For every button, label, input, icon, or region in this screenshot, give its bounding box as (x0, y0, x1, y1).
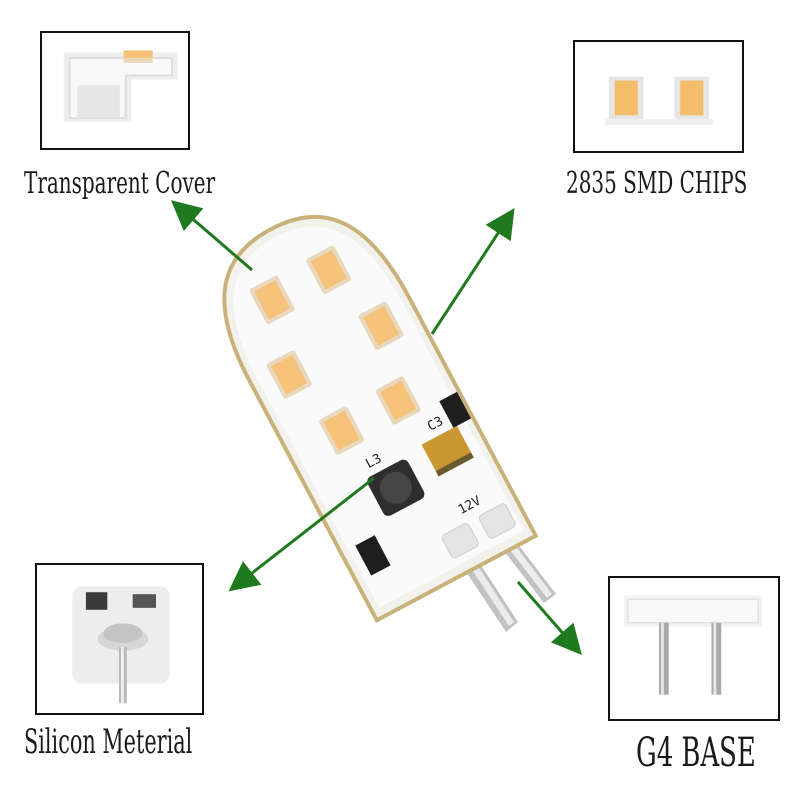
arrow-to-g4-base (516, 581, 582, 656)
smd-chips-closeup-image (576, 42, 741, 151)
arrow-to-silicon-material (228, 476, 375, 592)
g4-base-closeup-image (610, 578, 778, 719)
label-silicon-material: Silicon Meterial (24, 722, 193, 762)
inset-silicon-material (35, 563, 204, 715)
arrow-to-smd-chips (430, 207, 515, 335)
inset-transparent-cover (40, 31, 190, 150)
board-mark-l3: L3 (363, 451, 384, 472)
inset-smd-chips (573, 40, 744, 153)
inset-g4-base (608, 576, 780, 721)
label-smd-chips: 2835 SMD CHIPS (566, 166, 748, 201)
cover-closeup-image (42, 33, 188, 148)
driver-components (355, 391, 516, 576)
arrow-to-transparent-cover (170, 200, 253, 272)
label-transparent-cover: Transparent Cover (24, 166, 216, 201)
silicon-closeup-image (37, 565, 202, 713)
led-chips (249, 245, 421, 455)
label-g4-base: G4 BASE (636, 730, 756, 776)
board-mark-c3: C3 (425, 414, 446, 435)
